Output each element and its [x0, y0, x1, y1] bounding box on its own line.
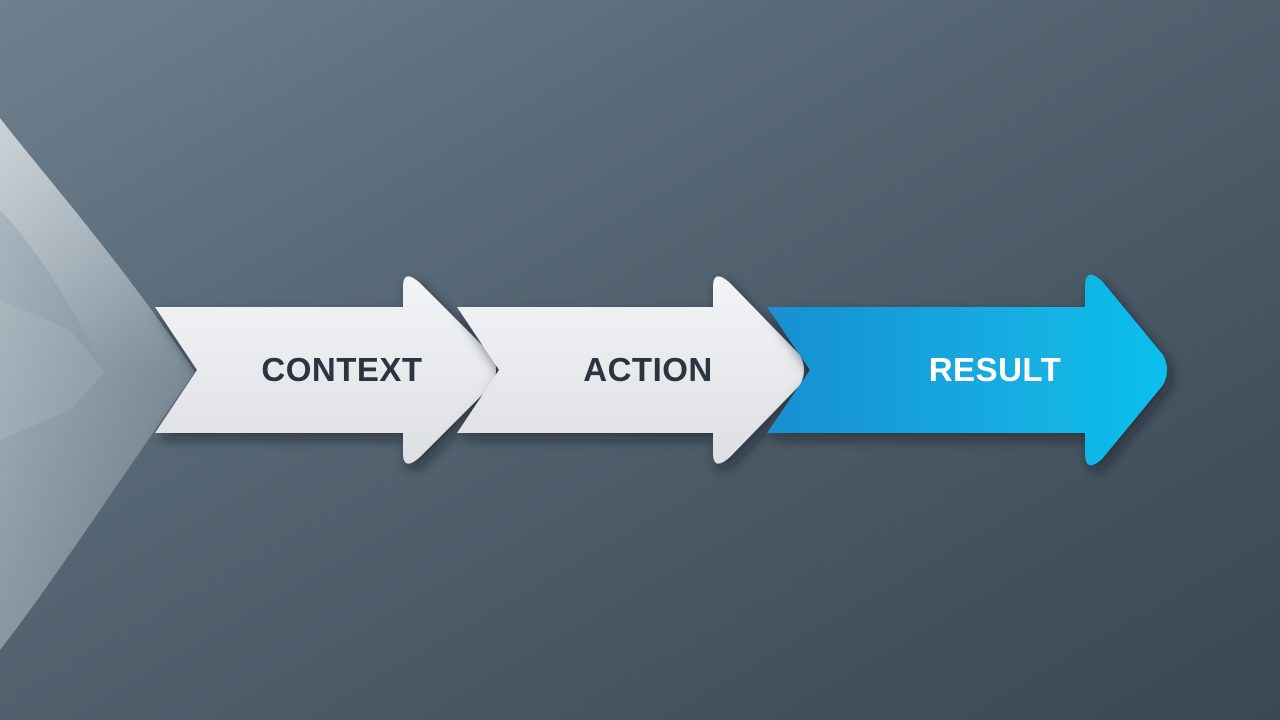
arrow-result: [767, 274, 1167, 466]
step-label-context: CONTEXT: [261, 351, 422, 388]
arrow-result-shape: [767, 274, 1167, 466]
arrow-context: [155, 276, 496, 464]
arrow-action-shape: [457, 276, 804, 464]
arrow-context-shape: [155, 276, 496, 464]
left-chevron-decoration: [0, 118, 195, 650]
arrow-action: [457, 276, 804, 464]
step-label-result: RESULT: [929, 351, 1062, 388]
step-label-action: ACTION: [583, 351, 713, 388]
